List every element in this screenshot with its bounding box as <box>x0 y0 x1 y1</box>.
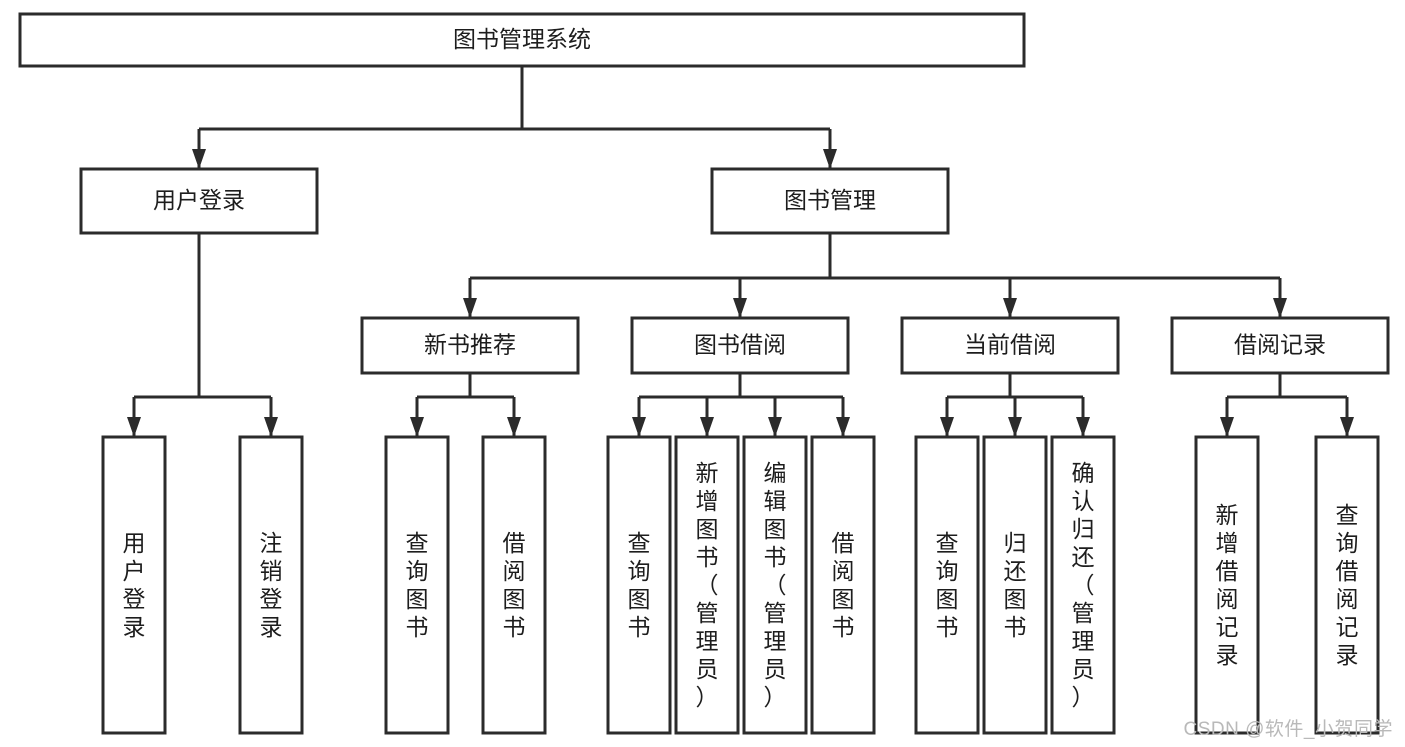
watermark-text: CSDN @软件_小贺同学 <box>1183 719 1393 740</box>
node-label: 新书推荐 <box>424 332 516 358</box>
node-label: 当前借阅 <box>964 332 1056 358</box>
node-box <box>982 435 1048 735</box>
arrow-head-icon <box>1220 417 1234 437</box>
node-box <box>1050 435 1116 735</box>
node-box <box>79 167 319 235</box>
edge-group-book-borrow <box>632 373 850 437</box>
node-label: 借阅图书 <box>503 530 526 640</box>
node-label: 新增图书（管理员） <box>696 460 719 710</box>
node-label: 图书管理系统 <box>453 26 591 52</box>
node-root[interactable]: 图书管理系统 <box>18 12 1026 68</box>
node-label: 查询图书 <box>936 530 959 640</box>
edge-group-root <box>192 66 837 169</box>
node-label: 图书借阅 <box>694 332 786 358</box>
edge-group-borrow-record <box>1220 373 1354 437</box>
node-label: 确认归还（管理员） <box>1072 460 1095 710</box>
node-label: 用户登录 <box>123 530 146 640</box>
arrow-head-icon <box>733 298 747 318</box>
node-label: 借阅图书 <box>832 530 855 640</box>
node-label: 归还图书 <box>1004 530 1027 640</box>
node-box <box>606 435 672 735</box>
node-book-manage[interactable]: 图书管理 <box>710 167 950 235</box>
node-leaf-query-book-1[interactable]: 查询图书 <box>384 435 450 735</box>
arrow-head-icon <box>823 149 837 169</box>
node-user-login[interactable]: 用户登录 <box>79 167 319 235</box>
arrow-head-icon <box>700 417 714 437</box>
arrow-head-icon <box>1273 298 1287 318</box>
node-box <box>18 12 1026 68</box>
node-box <box>674 435 740 735</box>
arrow-head-icon <box>1003 298 1017 318</box>
node-label: 查询图书 <box>628 530 651 640</box>
node-leaf-user-login[interactable]: 用户登录 <box>101 435 167 735</box>
arrow-head-icon <box>1340 417 1354 437</box>
arrow-head-icon <box>463 298 477 318</box>
arrow-head-icon <box>192 149 206 169</box>
node-label: 用户登录 <box>153 187 245 213</box>
node-label: 查询图书 <box>406 530 429 640</box>
arrow-head-icon <box>1076 417 1090 437</box>
node-box <box>481 435 547 735</box>
node-layer: 图书管理系统用户登录图书管理新书推荐图书借阅当前借阅借阅记录用户登录注销登录查询… <box>18 12 1390 735</box>
node-label: 图书管理 <box>784 187 876 213</box>
node-box <box>1194 435 1260 735</box>
arrow-head-icon <box>768 417 782 437</box>
node-box <box>360 316 580 375</box>
node-box <box>1170 316 1390 375</box>
node-borrow-record[interactable]: 借阅记录 <box>1170 316 1390 375</box>
node-leaf-query-book-3[interactable]: 查询图书 <box>914 435 980 735</box>
arrow-head-icon <box>632 417 646 437</box>
edge-layer <box>127 66 1354 437</box>
node-current-borrow[interactable]: 当前借阅 <box>900 316 1120 375</box>
node-book-borrow[interactable]: 图书借阅 <box>630 316 850 375</box>
node-box <box>384 435 450 735</box>
node-leaf-borrow-book-1[interactable]: 借阅图书 <box>481 435 547 735</box>
node-leaf-edit-book[interactable]: 编辑图书（管理员） <box>742 435 808 735</box>
node-box <box>900 316 1120 375</box>
node-box <box>630 316 850 375</box>
node-box <box>914 435 980 735</box>
edge-group-current-borrow <box>940 373 1090 437</box>
node-leaf-return-book[interactable]: 归还图书 <box>982 435 1048 735</box>
node-leaf-add-record[interactable]: 新增借阅记录 <box>1194 435 1260 735</box>
node-leaf-query-book-2[interactable]: 查询图书 <box>606 435 672 735</box>
node-label: 注销登录 <box>260 530 283 640</box>
node-leaf-borrow-book-2[interactable]: 借阅图书 <box>810 435 876 735</box>
node-box <box>1314 435 1380 735</box>
arrow-head-icon <box>940 417 954 437</box>
edge-group-new-book-rec <box>410 373 521 437</box>
edge-group-user-login <box>127 233 278 437</box>
node-label: 查询借阅记录 <box>1336 502 1359 668</box>
arrow-head-icon <box>1008 417 1022 437</box>
node-label: 借阅记录 <box>1234 332 1326 358</box>
arrow-head-icon <box>264 417 278 437</box>
node-box <box>742 435 808 735</box>
node-leaf-query-record[interactable]: 查询借阅记录 <box>1314 435 1380 735</box>
node-leaf-confirm-return[interactable]: 确认归还（管理员） <box>1050 435 1116 735</box>
node-leaf-logout[interactable]: 注销登录 <box>238 435 304 735</box>
node-new-book-rec[interactable]: 新书推荐 <box>360 316 580 375</box>
node-box <box>810 435 876 735</box>
arrow-head-icon <box>507 417 521 437</box>
node-leaf-add-book[interactable]: 新增图书（管理员） <box>674 435 740 735</box>
node-label: 编辑图书（管理员） <box>764 460 787 710</box>
edge-group-book-manage <box>463 233 1287 318</box>
arrow-head-icon <box>127 417 141 437</box>
node-label: 新增借阅记录 <box>1216 502 1239 668</box>
node-box <box>238 435 304 735</box>
arrow-head-icon <box>836 417 850 437</box>
arrow-head-icon <box>410 417 424 437</box>
node-box <box>710 167 950 235</box>
node-box <box>101 435 167 735</box>
